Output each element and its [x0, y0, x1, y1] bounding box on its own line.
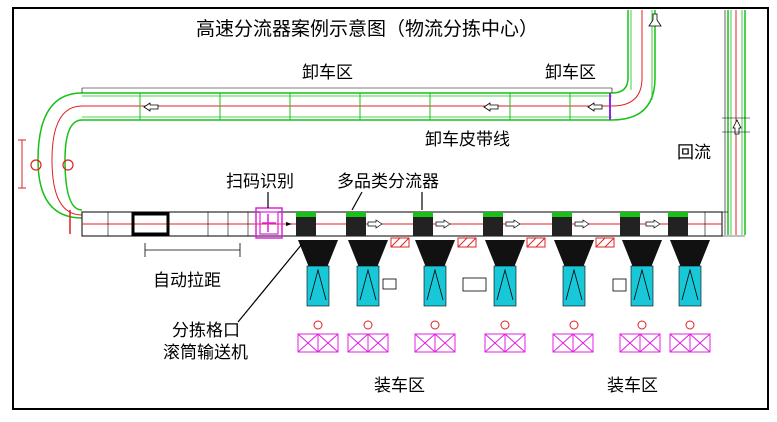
lower-flow-arrows [367, 219, 661, 229]
diagram-title: 高速分流器案例示意图（物流分拣中心） [196, 18, 539, 40]
roller-conveyor-label: 滚筒输送机 [163, 343, 248, 363]
upper-belt-arrows [143, 102, 603, 112]
diverter-station-7 [668, 212, 710, 307]
left-curve-belt [18, 92, 83, 234]
lower-main-conveyor [81, 211, 745, 237]
diverter-station-3 [413, 212, 455, 307]
sort-chute-label: 分拣格口 [172, 321, 240, 341]
load-zone-label-1: 装车区 [374, 376, 425, 396]
diverter-station-6 [620, 212, 662, 307]
scan-identify-label: 扫码识别 [226, 172, 294, 192]
diverter-station-5 [552, 212, 594, 307]
auto-spacing-unit [131, 212, 241, 257]
diverter-station-2 [346, 212, 388, 307]
right-top-belt [611, 10, 662, 121]
return-flow-label: 回流 [677, 143, 711, 163]
unload-zone-label-1: 卸车区 [302, 63, 353, 83]
scan-flow-arrow [286, 222, 292, 226]
unload-zone-label-2: 卸车区 [545, 63, 596, 83]
return-flow-belt [722, 10, 750, 235]
loading-bays [297, 333, 711, 353]
truck-markers [313, 320, 695, 330]
diverter-station-4 [483, 212, 525, 307]
diverter-station-1 [296, 212, 338, 307]
barcode-scanner [255, 207, 283, 239]
hatched-markers [390, 237, 615, 248]
unload-belt-line-label: 卸车皮带线 [425, 130, 510, 150]
unload-belt-conveyor [81, 87, 613, 121]
auto-spacing-label: 自动拉距 [153, 271, 221, 291]
diverter-stations [296, 212, 710, 307]
small-boxes [382, 277, 627, 292]
diverter-label: 多品类分流器 [337, 172, 439, 192]
load-zone-label-2: 装车区 [607, 376, 658, 396]
diagram-border [12, 7, 769, 410]
leader-lines [237, 191, 423, 323]
